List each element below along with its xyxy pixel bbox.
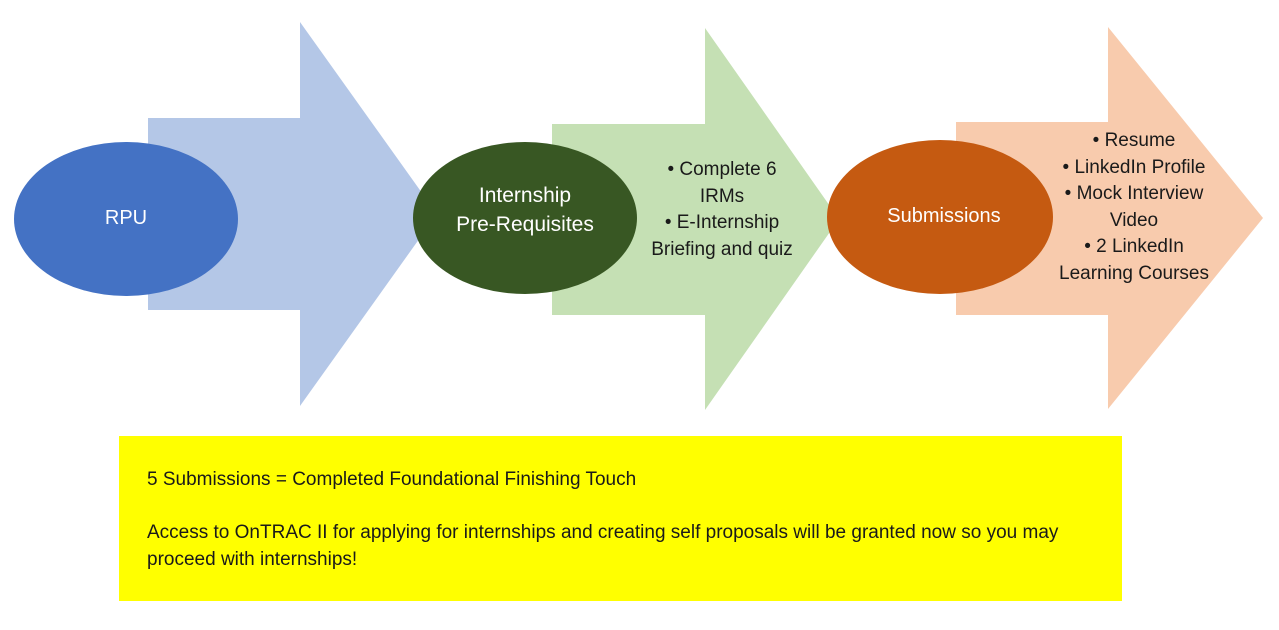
completion-note-box: 5 Submissions = Completed Foundational F…	[119, 436, 1122, 601]
bullet-line: Video	[1109, 209, 1159, 231]
arrow-shape-submissions	[956, 27, 1263, 409]
stage-label-line: Pre-Requisites	[456, 213, 594, 236]
bullet-line: • Mock Interview	[1064, 183, 1204, 204]
stage-ellipse-submissions	[827, 140, 1053, 294]
bullet-line: • Complete 6	[667, 159, 777, 180]
stage-label-line: Submissions	[887, 205, 1001, 227]
bullet-line: • 2 LinkedIn	[1084, 236, 1184, 257]
bullet-line: IRMs	[699, 185, 745, 207]
note-line-1: 5 Submissions = Completed Foundational F…	[147, 469, 637, 490]
stage-label-line: Internship	[478, 184, 572, 207]
arrow-shape-rpu	[148, 22, 437, 406]
bullet-line: Briefing and quiz	[651, 238, 793, 260]
stage-ellipse-rpu	[14, 142, 238, 296]
prerequisites-bullet-list: • Complete 6 IRMs • E-Internship Briefin…	[632, 157, 812, 263]
submissions-bullet-list: • Resume • LinkedIn Profile • Mock Inter…	[1044, 128, 1224, 287]
bullet-line: • LinkedIn Profile	[1062, 156, 1206, 178]
bullet-line: • E-Internship	[664, 212, 780, 233]
note-line-2: Access to OnTRAC II for applying for int…	[147, 522, 1059, 570]
bullet-line: Learning Courses	[1059, 262, 1209, 284]
stage-ellipse-prerequisites	[413, 142, 637, 294]
stage-label-line: RPU	[104, 207, 148, 229]
bullet-line: • Resume	[1092, 130, 1176, 151]
stage-label-submissions: Submissions	[844, 195, 1044, 237]
arrow-shape-prerequisites	[552, 28, 839, 410]
stage-label-rpu: RPU	[26, 160, 226, 276]
stage-label-prerequisites: Internship Pre-Requisites	[425, 175, 625, 245]
